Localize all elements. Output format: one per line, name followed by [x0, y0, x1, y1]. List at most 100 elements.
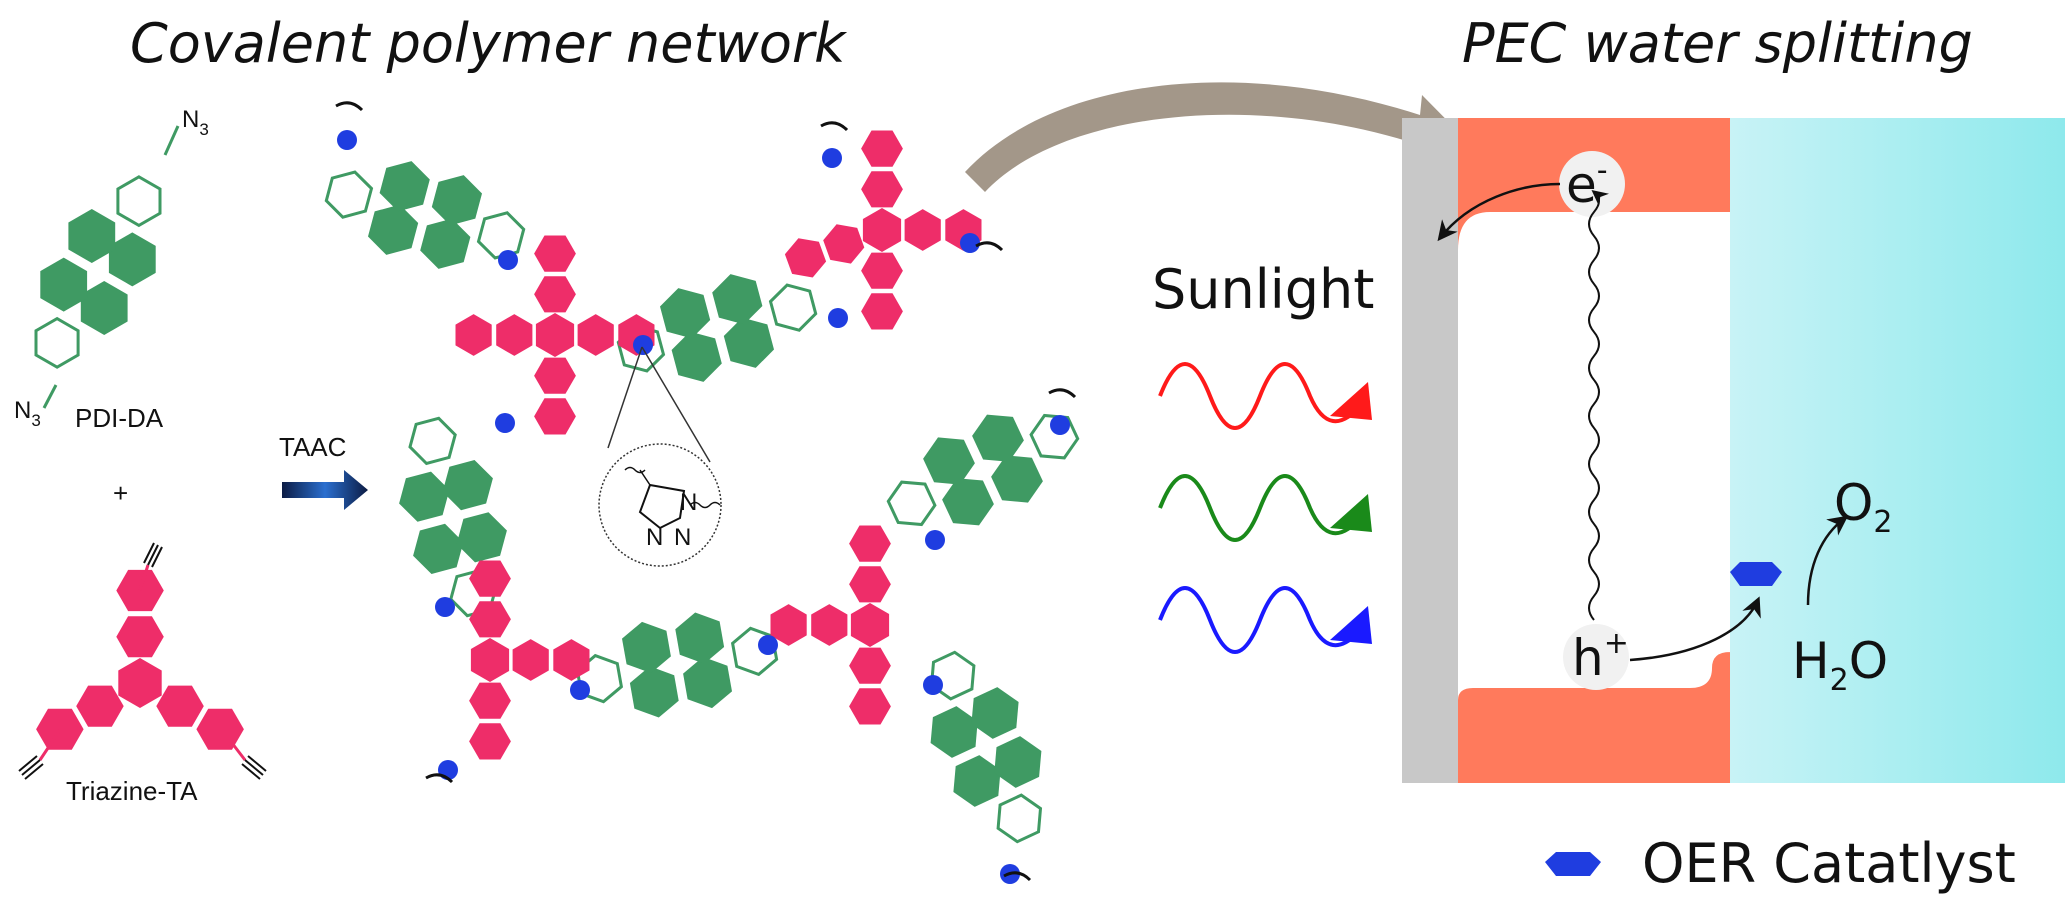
- sunlight-wave-blue: [1158, 586, 1364, 654]
- oxygen-label: O2: [1834, 474, 1892, 540]
- pdi-end-ring: [324, 170, 374, 219]
- triazine-unit: [770, 525, 891, 725]
- triazine-unit: [469, 560, 590, 760]
- sunlight-arrowhead-blue: [1330, 606, 1372, 644]
- linker-bond: [220, 729, 247, 761]
- triazine-arm-ring: [116, 569, 164, 612]
- triazine-core-ring: [118, 658, 162, 708]
- semiconductor-band-diagram: [1458, 118, 1730, 783]
- pdi-core-ring: [972, 414, 1024, 462]
- legend-oer-catalyst-label: OER Catatlyst: [1642, 832, 2016, 895]
- triazine-arm-ring: [861, 252, 903, 289]
- excitation-wavy-arrow: [1588, 189, 1609, 621]
- triazole-linkage-node: [633, 335, 653, 355]
- pdi-core-ring: [629, 666, 679, 718]
- triazine-arm-ring: [534, 398, 576, 435]
- triazine-arm-ring: [849, 525, 891, 562]
- triazole-linkage-node: [498, 250, 518, 270]
- pdi-unit: [575, 612, 779, 718]
- triazine-core-ring: [850, 603, 890, 647]
- water-label: H2O: [1792, 632, 1888, 698]
- triazole-linkage-node: [570, 680, 590, 700]
- electron-transfer-arrow: [1437, 182, 1561, 242]
- triazine-arm-ring: [469, 560, 511, 597]
- pdi-core-ring: [671, 331, 722, 382]
- triazine-ta-label: Triazine-TA: [66, 776, 198, 806]
- linker-bond: [38, 729, 62, 761]
- pdi-core-ring: [723, 317, 774, 368]
- triazole-linkage-node: [822, 148, 842, 168]
- triazine-unit: [784, 130, 982, 330]
- transfer-arrow: [965, 82, 1498, 192]
- title-pec-water-splitting: PEC water splitting: [1462, 12, 1973, 75]
- pdi-core-ring: [971, 687, 1019, 739]
- triazine-arm-ring: [534, 357, 576, 394]
- pdi-core-ring: [40, 257, 88, 312]
- chain-end-cap: [975, 241, 1004, 252]
- triazole-linkage-node: [435, 597, 455, 617]
- hole-bubble: [1563, 624, 1629, 690]
- hole-transfer-arrow: [1629, 596, 1761, 662]
- linker-bond: [42, 384, 58, 409]
- triazole-linkage-node: [758, 635, 778, 655]
- triazine-arm-ring: [512, 639, 549, 681]
- triazine-arm-ring: [861, 130, 903, 167]
- pdi-core-ring: [994, 736, 1042, 788]
- triazole-inset-circle: [598, 443, 722, 567]
- alkyne-triple-bond: [241, 755, 267, 780]
- pdi-core-ring: [622, 621, 671, 674]
- triazine-arm-ring: [849, 647, 891, 684]
- pdi-end-ring: [886, 480, 937, 527]
- triazine-arm-ring: [156, 685, 204, 727]
- pdi-unit: [324, 161, 526, 269]
- triazine-arm-ring: [469, 601, 511, 638]
- triazine-arm-ring: [534, 276, 576, 313]
- triazole-linkage-node: [337, 130, 357, 150]
- pdi-core-ring: [420, 218, 471, 269]
- triazine-arm-ring: [811, 604, 848, 646]
- pdi-core-ring: [431, 175, 482, 226]
- chain-end-cap: [1048, 388, 1077, 399]
- polymer-network: [324, 101, 1080, 884]
- legend-oer-catalyst-icon: [1545, 852, 1601, 876]
- pdi-unit: [929, 650, 1043, 844]
- pdi-end-ring: [1029, 413, 1080, 460]
- azide-label-bottom: N3: [14, 397, 41, 430]
- triazine-arm-ring: [577, 314, 614, 356]
- sunlight-wave-red: [1158, 362, 1364, 430]
- pdi-end-ring: [116, 175, 162, 228]
- azide-label-top: N3: [182, 106, 209, 139]
- pdi-core-ring: [68, 209, 116, 263]
- conductive-substrate: [1402, 118, 1458, 783]
- chain-end-cap: [425, 773, 454, 784]
- triazine-ta-monomer: [18, 542, 267, 780]
- sunlight-arrowhead-red: [1330, 382, 1372, 420]
- triazole-linkage-node: [1050, 415, 1070, 435]
- triazine-core-ring: [470, 638, 510, 682]
- triazole-n2: N: [646, 524, 663, 551]
- triazine-arm-ring: [76, 685, 124, 727]
- triazole-n3: N: [674, 524, 691, 551]
- oxidation-arrow: [1806, 515, 1849, 606]
- triazine-core-ring: [535, 313, 575, 357]
- pdi-end-ring: [996, 793, 1043, 844]
- chain-end-cap: [335, 101, 364, 112]
- hole-label: h+: [1572, 626, 1629, 687]
- chain-end-cap: [820, 121, 849, 132]
- triazine-unit: [455, 235, 655, 435]
- triazine-arm-ring: [784, 238, 827, 278]
- pdi-core-ring: [942, 478, 994, 526]
- pdi-end-ring: [476, 211, 526, 260]
- triazine-arm-ring: [496, 314, 533, 356]
- pdi-core-ring: [368, 204, 419, 255]
- alkyne-triple-bond: [143, 542, 163, 568]
- triazine-arm-ring: [455, 314, 492, 356]
- sunlight-label: Sunlight: [1152, 258, 1374, 321]
- triazine-core-ring: [862, 208, 902, 252]
- pdi-core-ring: [923, 437, 975, 485]
- triazine-arm-ring: [823, 224, 865, 264]
- triazole-linkage-node: [923, 675, 943, 695]
- triazine-arm-ring: [861, 171, 903, 208]
- pdi-core-ring: [675, 612, 725, 664]
- pdi-core-ring: [413, 523, 464, 574]
